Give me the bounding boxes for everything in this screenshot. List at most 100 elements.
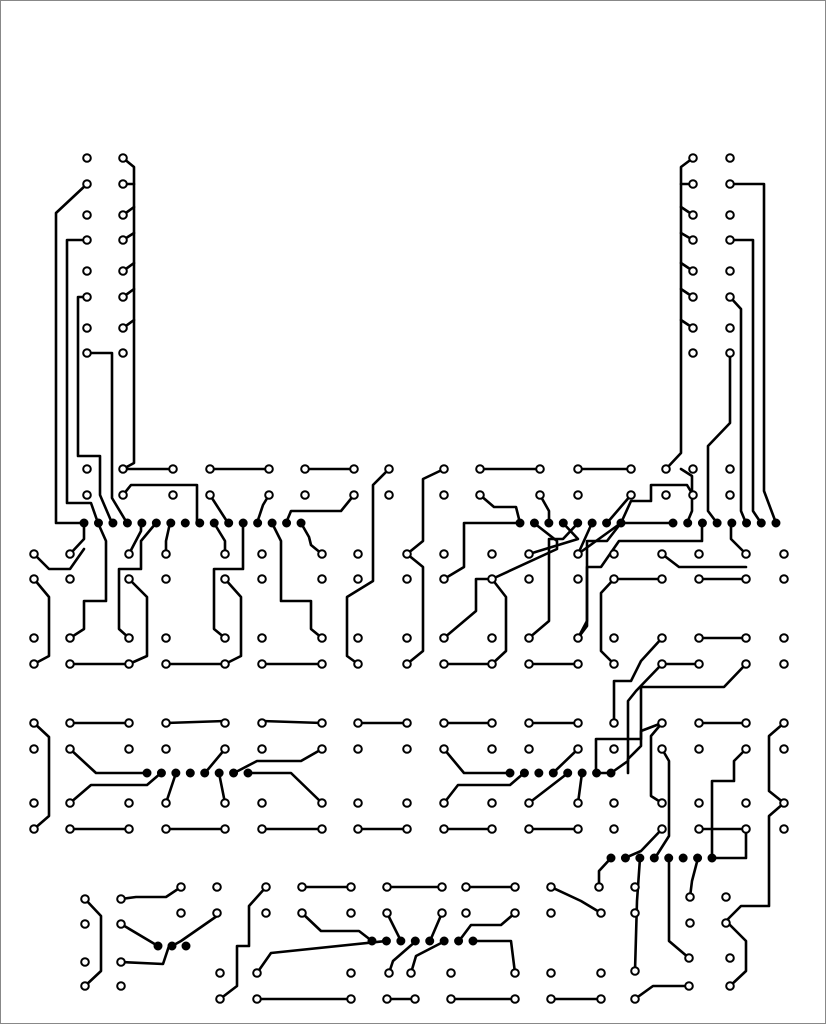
via	[214, 768, 224, 778]
pad	[257, 718, 267, 728]
pad	[317, 659, 327, 669]
pad	[630, 882, 640, 892]
pad	[384, 464, 394, 474]
pad	[596, 968, 606, 978]
pad	[609, 718, 619, 728]
pad	[65, 744, 75, 754]
pad	[82, 323, 92, 333]
trace	[32, 577, 51, 666]
via	[592, 768, 602, 778]
pad	[161, 659, 171, 669]
pad	[317, 798, 327, 808]
trace	[117, 521, 158, 640]
pad	[725, 210, 735, 220]
pad	[118, 490, 128, 500]
pad	[124, 824, 134, 834]
trace	[599, 577, 616, 666]
pad	[317, 574, 327, 584]
pad	[439, 718, 449, 728]
pad	[684, 981, 694, 991]
via	[439, 936, 449, 946]
via	[668, 518, 678, 528]
pad	[725, 323, 735, 333]
trace	[232, 747, 324, 775]
trace	[212, 521, 227, 556]
pad	[609, 633, 619, 643]
via	[282, 518, 292, 528]
trace	[68, 771, 163, 805]
pad	[439, 824, 449, 834]
pad	[118, 348, 128, 358]
pad	[694, 549, 704, 559]
trace	[442, 771, 526, 805]
via	[166, 518, 176, 528]
via	[122, 518, 132, 528]
pad	[524, 659, 534, 669]
pad	[725, 953, 735, 963]
pad	[694, 659, 704, 669]
pad	[402, 549, 412, 559]
pad	[688, 235, 698, 245]
trace	[649, 721, 664, 805]
via	[712, 518, 722, 528]
pad	[439, 574, 449, 584]
pad	[402, 633, 412, 643]
pad	[439, 798, 449, 808]
via	[195, 518, 205, 528]
trace	[203, 747, 227, 775]
trace	[217, 771, 227, 805]
trace	[208, 493, 230, 525]
trace	[612, 636, 664, 725]
pad	[215, 968, 225, 978]
pad	[116, 981, 126, 991]
pad	[220, 549, 230, 559]
pad	[402, 798, 412, 808]
pad	[220, 574, 230, 584]
trace	[119, 922, 160, 948]
pad	[475, 464, 485, 474]
pad	[124, 744, 134, 754]
via	[616, 518, 626, 528]
pad	[346, 968, 356, 978]
pad	[741, 824, 751, 834]
pad	[118, 464, 128, 474]
via	[381, 936, 391, 946]
trace	[626, 662, 748, 775]
pad	[118, 179, 128, 189]
pad	[29, 549, 39, 559]
pad	[524, 718, 534, 728]
via	[697, 518, 707, 528]
pad	[80, 981, 90, 991]
pad	[65, 574, 75, 584]
pad	[694, 718, 704, 728]
pad	[161, 824, 171, 834]
trace	[667, 856, 691, 960]
pad	[220, 659, 230, 669]
pad	[257, 574, 267, 584]
pad	[725, 292, 735, 302]
pad	[215, 994, 225, 1004]
via	[519, 768, 529, 778]
trace	[478, 493, 522, 525]
pad	[118, 210, 128, 220]
pad	[779, 659, 789, 669]
pad	[573, 464, 583, 474]
pad	[630, 994, 640, 1004]
trace	[428, 911, 444, 943]
pad	[725, 464, 735, 474]
pad	[510, 908, 520, 918]
pad	[694, 574, 704, 584]
pad	[779, 718, 789, 728]
trace	[68, 521, 108, 640]
pad	[349, 464, 359, 474]
pad	[257, 798, 267, 808]
pad	[510, 994, 520, 1004]
via	[602, 518, 612, 528]
pad	[657, 824, 667, 834]
pad	[661, 490, 671, 500]
pad	[382, 908, 392, 918]
via	[151, 518, 161, 528]
trace	[527, 521, 580, 556]
via	[529, 518, 539, 528]
